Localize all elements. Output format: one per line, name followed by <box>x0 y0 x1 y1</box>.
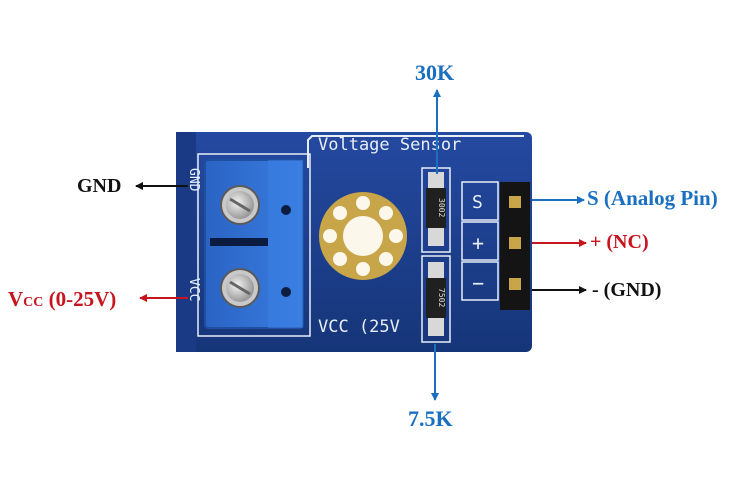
label-pin-plus: + (NC) <box>590 231 649 253</box>
label-vcc-subscript: CC <box>23 295 44 310</box>
pin-s <box>509 196 521 208</box>
header-silk-s <box>461 181 499 221</box>
label-gnd-terminal: GND <box>77 175 122 197</box>
resistor-top-code: 3002 <box>437 198 446 217</box>
label-pin-s: S (Analog Pin) <box>587 186 718 210</box>
label-vcc-terminal: VCC (0-25V) <box>8 289 116 310</box>
header-silk-plus <box>461 221 499 261</box>
pcb-left-strip <box>176 132 196 352</box>
label-vcc-main: V <box>8 287 24 311</box>
terminal-side <box>268 160 303 328</box>
terminal-silk-box <box>197 153 311 337</box>
resistor-top-pad-b <box>428 228 444 246</box>
silkscreen-title: Voltage Sensor <box>318 135 461 155</box>
resistor-top-body <box>426 188 446 228</box>
resistor-top-pad-a <box>428 172 444 188</box>
label-7-5k: 7.5K <box>408 406 453 431</box>
silkscreen-vcc: VCC (25V <box>318 317 400 337</box>
resistor-bottom-body <box>426 278 446 318</box>
header-label-minus: − <box>472 271 484 295</box>
pin-plus <box>509 237 521 249</box>
terminal-hole-bottom <box>281 287 291 297</box>
screw-top-slot <box>229 197 251 213</box>
header-silk-minus <box>461 261 499 301</box>
screw-bottom-slot <box>229 280 251 296</box>
header-label-plus: + <box>472 231 484 255</box>
label-vcc-range: (0-25V) <box>43 287 117 311</box>
mounting-hole-vias <box>323 196 403 276</box>
resistor-bottom-pad-a <box>428 262 444 278</box>
resistor-bottom-pad-outline <box>421 255 451 343</box>
terminal-hole-top <box>281 205 291 215</box>
label-pin-minus: - (GND) <box>592 279 662 301</box>
header-label-s: S <box>472 192 483 213</box>
resistor-bottom-code: 7502 <box>437 288 446 307</box>
terminal-divider <box>210 238 268 246</box>
pin-minus <box>509 278 521 290</box>
resistor-bottom-pad-b <box>428 318 444 336</box>
mounting-hole <box>343 216 383 256</box>
label-30k: 30K <box>415 60 455 85</box>
